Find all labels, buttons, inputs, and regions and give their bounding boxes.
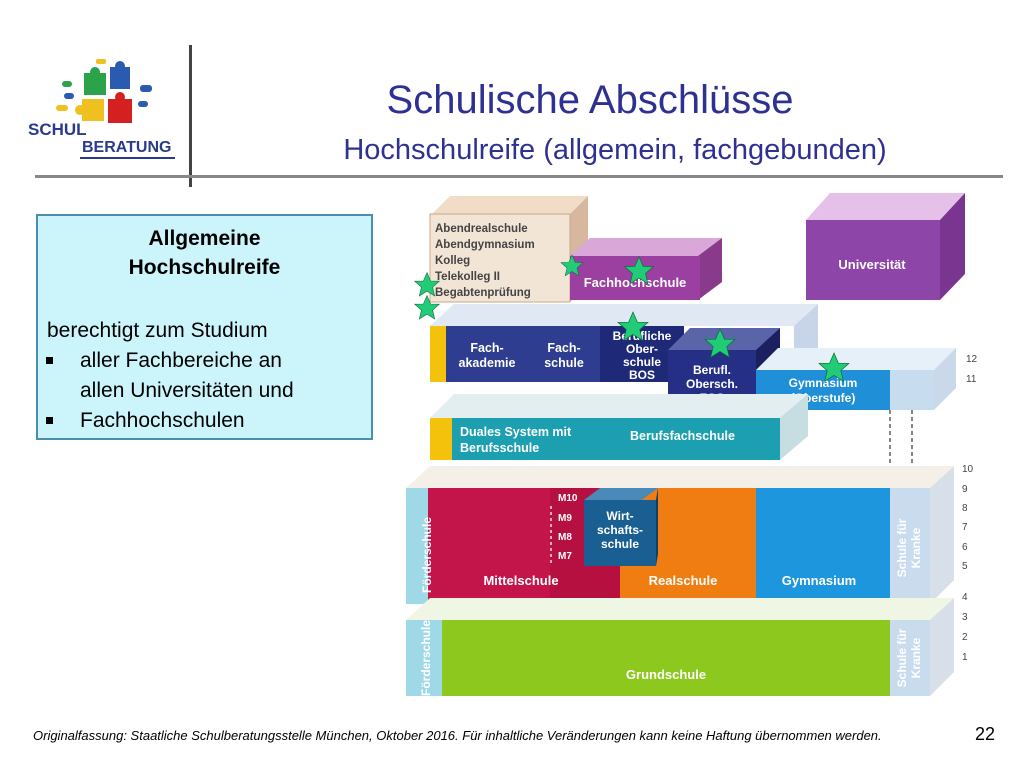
info-intro: berechtigt zum Studium	[47, 319, 268, 342]
info-box-title: Allgemeine Hochschulreife	[38, 224, 371, 282]
grade-5: 5	[962, 561, 968, 572]
label-schule-fuer-kranke-upper-1: Schule für	[895, 518, 909, 577]
label-fachschule-2: schule	[544, 356, 584, 370]
label-gymnasium-oberstufe-1: Gymnasium	[789, 376, 858, 390]
info-title-line1: Allgemeine	[148, 227, 261, 250]
label-duales-system-1: Duales System mit	[460, 425, 572, 439]
grade-4: 4	[962, 592, 968, 603]
label-realschule: Realschule	[649, 573, 718, 588]
slide-title: Schulische Abschlüsse	[386, 78, 794, 122]
grade-9: 9	[962, 484, 968, 495]
logo-underline	[80, 157, 175, 159]
label-abendgymnasium: Abendgymnasium	[435, 239, 535, 251]
info-box: Allgemeine Hochschulreife berechtigt zum…	[36, 214, 373, 440]
label-begabtenpruefung: Begabtenprüfung	[435, 287, 531, 299]
bullet-2-text: Fachhochschulen	[80, 409, 245, 432]
title-vertical-divider	[189, 45, 192, 187]
label-m9: M9	[558, 513, 572, 524]
block-grundschule	[406, 598, 954, 696]
bullet-1-line2: allen Universitäten und	[80, 379, 294, 402]
label-bos-1: Berufliche	[613, 329, 672, 343]
info-title-line2: Hochschulreife	[128, 256, 281, 279]
schulberatung-logo: SCHUL BERATUNG	[20, 55, 180, 170]
footer-source: Originalfassung: Staatliche Schulberatun…	[33, 728, 882, 743]
label-grundschule: Grundschule	[626, 667, 706, 682]
label-schule-fuer-kranke-lower-1: Schule für	[895, 628, 909, 687]
page-number: 22	[975, 724, 996, 744]
grade-11: 11	[966, 374, 977, 385]
label-fachhochschule: Fachhochschule	[584, 275, 687, 290]
label-fachakademie-2: akademie	[459, 356, 516, 370]
label-fachschule-1: Fach-	[547, 341, 580, 355]
label-duales-system-2: Berufsschule	[460, 441, 539, 455]
label-m8: M8	[558, 532, 572, 543]
grade-1: 1	[962, 652, 968, 663]
label-universitaet: Universität	[838, 257, 906, 272]
label-foerderschule-upper: Förderschule	[420, 517, 434, 593]
block-universitaet	[806, 193, 965, 300]
label-wirtschaftsschule-2: schafts-	[597, 523, 643, 537]
label-bos-3: schule	[623, 355, 661, 369]
label-abendrealschule: Abendrealschule	[435, 223, 528, 235]
grade-7: 7	[962, 522, 968, 533]
label-mittelschule: Mittelschule	[483, 573, 558, 588]
label-kolleg: Kolleg	[435, 255, 470, 267]
label-bos-2: Ober-	[626, 342, 658, 356]
label-fos-1: Berufl.	[693, 363, 731, 377]
label-berufsfachschule: Berufsfachschule	[630, 429, 735, 443]
logo-text-schul: SCHUL	[28, 120, 87, 139]
block-fachakademie-fachschule	[430, 304, 818, 382]
puzzle-logo-icon	[56, 59, 152, 123]
grade-6: 6	[962, 542, 968, 553]
label-wirtschaftsschule-3: schule	[601, 537, 639, 551]
grade-10: 10	[962, 464, 974, 475]
label-m7: M7	[558, 551, 572, 562]
title-horizontal-divider	[35, 175, 1003, 178]
block-duales-system	[430, 394, 808, 460]
label-schule-fuer-kranke-upper-2: Kranke	[909, 527, 923, 568]
label-fos-2: Obersch.	[686, 377, 738, 391]
label-fachakademie-1: Fach-	[470, 341, 503, 355]
label-gymnasium: Gymnasium	[782, 573, 856, 588]
grade-12: 12	[966, 354, 978, 365]
label-schule-fuer-kranke-lower-2: Kranke	[909, 637, 923, 678]
bullet-square-icon	[46, 357, 53, 364]
label-m10: M10	[558, 493, 578, 504]
label-wirtschaftsschule-1: Wirt-	[606, 509, 633, 523]
slide-subtitle: Hochschulreife (allgemein, fachgebunden)	[343, 134, 887, 166]
grade-2: 2	[962, 632, 968, 643]
logo-text-beratung: BERATUNG	[82, 139, 172, 156]
grade-3: 3	[962, 612, 968, 623]
info-bullet-2: Fachhochschulen	[46, 406, 366, 436]
info-bullet-1: aller Fachbereiche an allen Universitäte…	[46, 346, 366, 406]
bullet-1-line1: aller Fachbereiche an	[80, 349, 282, 372]
label-bos-4: BOS	[629, 368, 655, 382]
bullet-square-icon	[46, 417, 53, 424]
block-fachhochschule	[570, 238, 722, 300]
label-telekolleg: Telekolleg II	[435, 271, 500, 283]
label-foerderschule-lower: Förderschule	[419, 620, 433, 696]
block-wirtschaftsschule	[584, 488, 658, 566]
grade-8: 8	[962, 503, 968, 514]
block-abendrealschule	[429, 196, 588, 303]
